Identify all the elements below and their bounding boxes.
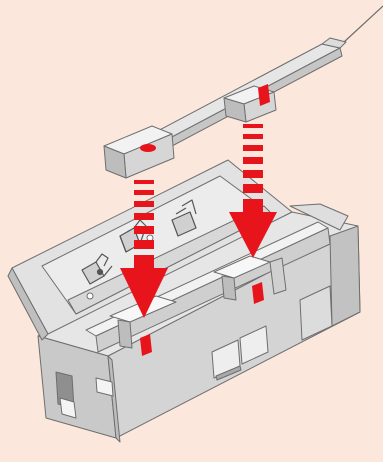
cartridge-bar xyxy=(104,6,383,178)
